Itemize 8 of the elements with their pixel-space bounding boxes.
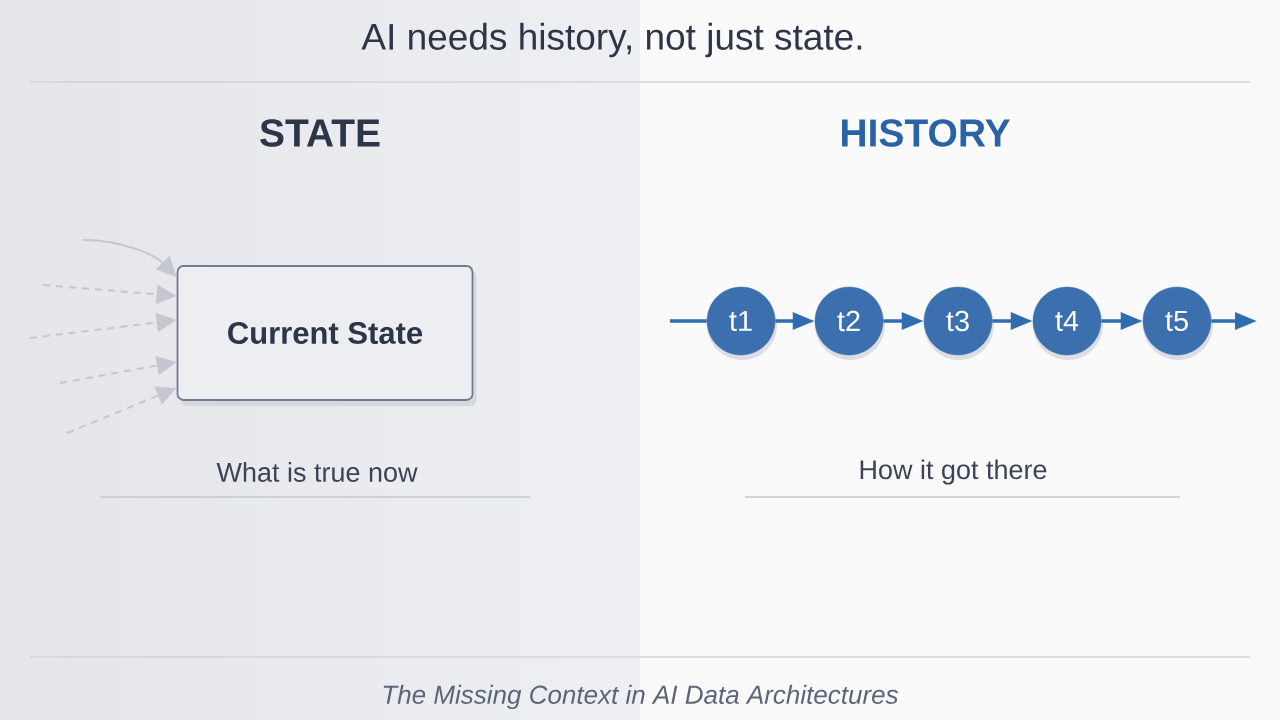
panel-heading: STATE bbox=[260, 119, 380, 147]
title: AI needs history, not just state. bbox=[361, 22, 862, 58]
panel-subtitle: How it got there bbox=[860, 459, 1047, 485]
process-box: Current State bbox=[176, 265, 477, 406]
line bbox=[670, 319, 707, 323]
panel-subtitle: What is true now bbox=[216, 462, 418, 482]
caption: The Missing Context in AI Data Architectures bbox=[383, 684, 899, 710]
panel-heading: HISTORY bbox=[842, 119, 1010, 147]
